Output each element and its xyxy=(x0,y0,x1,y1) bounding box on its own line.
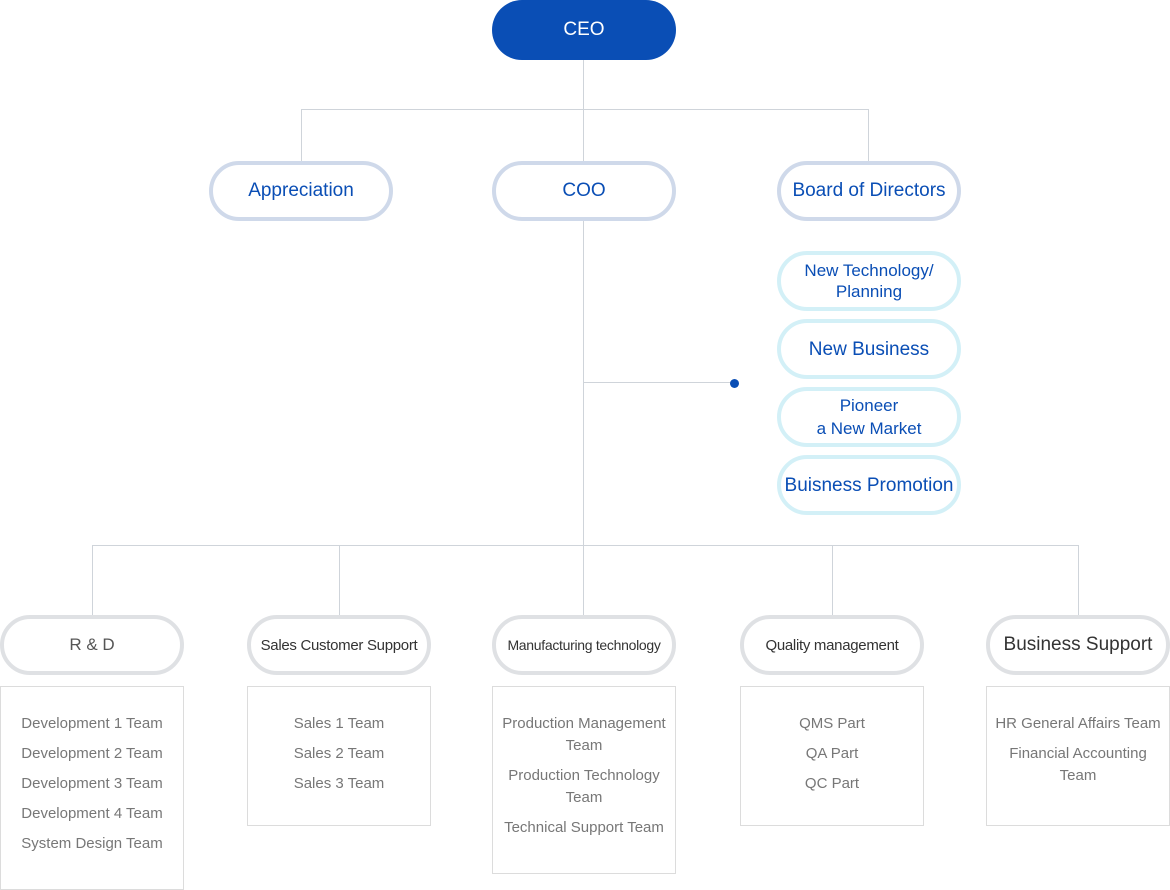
division-business-support[interactable]: Business Support xyxy=(986,615,1170,675)
team-item: HR General Affairs Team xyxy=(995,715,1161,732)
board-unit-business-promotion[interactable]: Buisness Promotion xyxy=(777,455,961,515)
division-label: Quality management xyxy=(765,636,899,654)
board-unit-pioneer[interactable]: Pioneer a New Market xyxy=(777,387,961,447)
connector-division-5 xyxy=(1078,545,1079,615)
team-list-quality: QMS Part QA Part QC Part xyxy=(740,686,924,826)
team-list-sales: Sales 1 Team Sales 2 Team Sales 3 Team xyxy=(247,686,431,826)
division-sales-customer-support[interactable]: Sales Customer Support xyxy=(247,615,431,675)
connector-branch-dot xyxy=(730,379,739,388)
board-unit-label: Buisness Promotion xyxy=(784,474,954,496)
division-label: Sales Customer Support xyxy=(260,636,418,654)
team-item: Sales 3 Team xyxy=(293,775,385,792)
division-rnd[interactable]: R & D xyxy=(0,615,184,675)
team-item: Production Technology Team xyxy=(508,767,660,806)
team-item: Sales 2 Team xyxy=(293,745,385,762)
team-list-business-support: HR General Affairs Team Financial Accoun… xyxy=(986,686,1170,826)
appreciation-node[interactable]: Appreciation xyxy=(209,161,393,221)
division-quality-management[interactable]: Quality management xyxy=(740,615,924,675)
team-list-manufacturing: Production Management Team Production Te… xyxy=(492,686,676,874)
connector-coo-down xyxy=(583,220,584,553)
connector-ceo-down xyxy=(583,60,584,110)
coo-label: COO xyxy=(562,180,606,201)
division-manufacturing-technology[interactable]: Manufacturing technology xyxy=(492,615,676,675)
connector-division-1 xyxy=(92,545,93,615)
team-list-rnd: Development 1 Team Development 2 Team De… xyxy=(0,686,184,890)
board-unit-new-business[interactable]: New Business xyxy=(777,319,961,379)
connector-coo-branch xyxy=(583,382,733,383)
team-item: Development 3 Team xyxy=(21,775,163,792)
team-item: QC Part xyxy=(804,775,860,792)
appreciation-label: Appreciation xyxy=(248,180,354,201)
team-item: QMS Part xyxy=(799,715,865,732)
board-unit-label: New Technology/ Planning xyxy=(804,261,934,301)
coo-node[interactable]: COO xyxy=(492,161,676,221)
team-item: System Design Team xyxy=(21,835,163,852)
board-of-directors-node[interactable]: Board of Directors xyxy=(777,161,961,221)
board-unit-new-technology[interactable]: New Technology/ Planning xyxy=(777,251,961,311)
board-unit-label: Pioneer a New Market xyxy=(816,396,922,438)
team-item: Development 1 Team xyxy=(21,715,163,732)
team-item: Financial Accounting Team xyxy=(1009,745,1147,784)
connector-board xyxy=(868,109,869,161)
connector-division-2 xyxy=(339,545,340,615)
connector-level2-horizontal xyxy=(301,109,869,110)
team-item: Development 4 Team xyxy=(21,805,163,822)
team-item: Development 2 Team xyxy=(21,745,163,762)
team-item: Production Management Team xyxy=(502,715,666,754)
division-label: Manufacturing technology xyxy=(507,637,661,653)
division-label: R & D xyxy=(69,635,115,654)
board-of-directors-label: Board of Directors xyxy=(792,180,946,201)
ceo-node[interactable]: CEO xyxy=(492,0,676,60)
team-item: Sales 1 Team xyxy=(293,715,385,732)
connector-coo xyxy=(583,109,584,161)
board-unit-label: New Business xyxy=(808,338,930,360)
division-label: Business Support xyxy=(1003,634,1153,655)
team-item: Technical Support Team xyxy=(504,819,664,836)
ceo-label: CEO xyxy=(563,19,605,40)
connector-divisions-horizontal xyxy=(92,545,1079,546)
connector-division-4 xyxy=(832,545,833,615)
connector-appreciation xyxy=(301,109,302,161)
team-item: QA Part xyxy=(805,745,859,762)
connector-division-3 xyxy=(583,545,584,615)
